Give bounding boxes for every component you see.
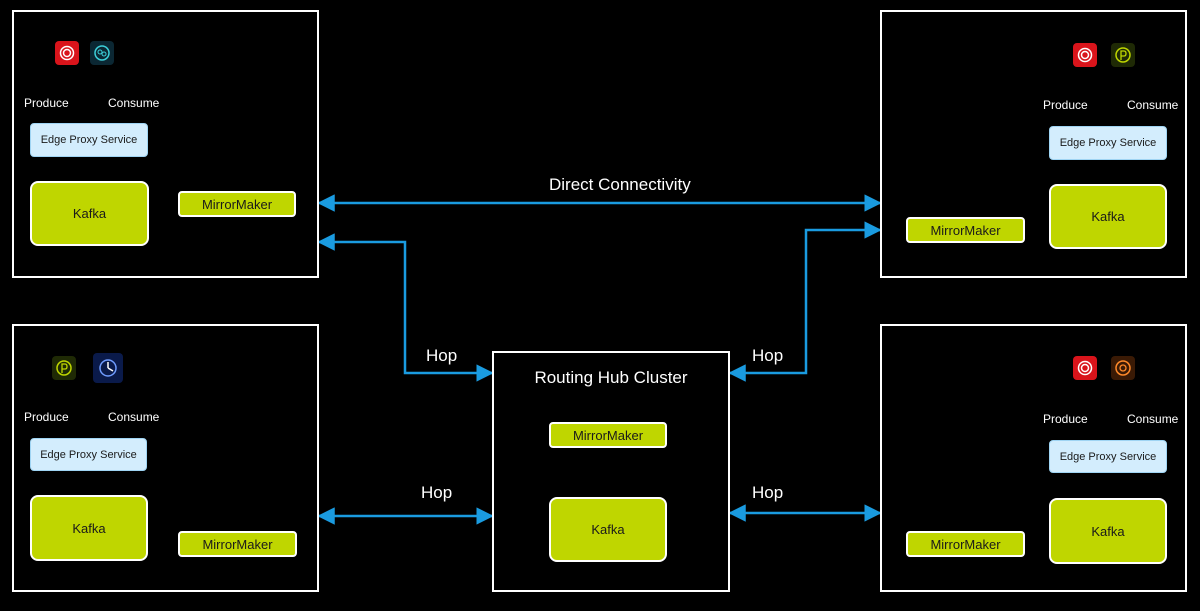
green-p-app-icon	[52, 356, 76, 380]
red-swirl-app-icon	[1073, 356, 1097, 380]
consume-label: Consume	[1127, 412, 1179, 426]
hop-label-bottom-right: Hop	[752, 483, 784, 502]
produce-label: Produce	[24, 410, 69, 424]
kafka-box: Kafka	[30, 181, 149, 246]
produce-label: Produce	[1043, 412, 1088, 426]
produce-label: Produce	[24, 96, 69, 110]
mirrormaker-box: MirrorMaker	[178, 531, 297, 557]
red-swirl-app-icon	[1073, 43, 1097, 67]
consume-label: Consume	[108, 96, 160, 110]
green-p-app-icon	[1111, 43, 1135, 67]
red-swirl-app-icon	[55, 41, 79, 65]
orange-flower-app-icon	[1111, 356, 1135, 380]
edge-proxy-service: Edge Proxy Service	[1049, 126, 1167, 160]
cyan-circle-app-icon	[90, 41, 114, 65]
hop-label-top-right: Hop	[752, 346, 784, 365]
routing-hub-title: Routing Hub Cluster	[534, 368, 688, 387]
kafka-box: Kafka	[30, 495, 148, 561]
edge-proxy-service: Edge Proxy Service	[1049, 440, 1167, 473]
kafka-box: Kafka	[1049, 498, 1167, 564]
hop-label-top-left: Hop	[426, 346, 458, 365]
mirrormaker-box: MirrorMaker	[906, 217, 1025, 243]
hop-label-bottom-left: Hop	[421, 483, 453, 502]
kafka-box: Kafka	[1049, 184, 1167, 249]
consume-label: Consume	[108, 410, 160, 424]
edge-proxy-service: Edge Proxy Service	[30, 438, 147, 471]
consume-label: Consume	[1127, 98, 1179, 112]
blue-clock-app-icon	[93, 353, 123, 383]
mirrormaker-box: MirrorMaker	[178, 191, 296, 217]
edge-proxy-service: Edge Proxy Service	[30, 123, 148, 157]
mirrormaker-box: MirrorMaker	[549, 422, 667, 448]
hop-arrow-top-left	[317, 233, 494, 382]
produce-label: Produce	[1043, 98, 1088, 112]
direct-connectivity-label: Direct Connectivity	[549, 175, 691, 194]
kafka-box: Kafka	[549, 497, 667, 562]
mirrormaker-box: MirrorMaker	[906, 531, 1025, 557]
